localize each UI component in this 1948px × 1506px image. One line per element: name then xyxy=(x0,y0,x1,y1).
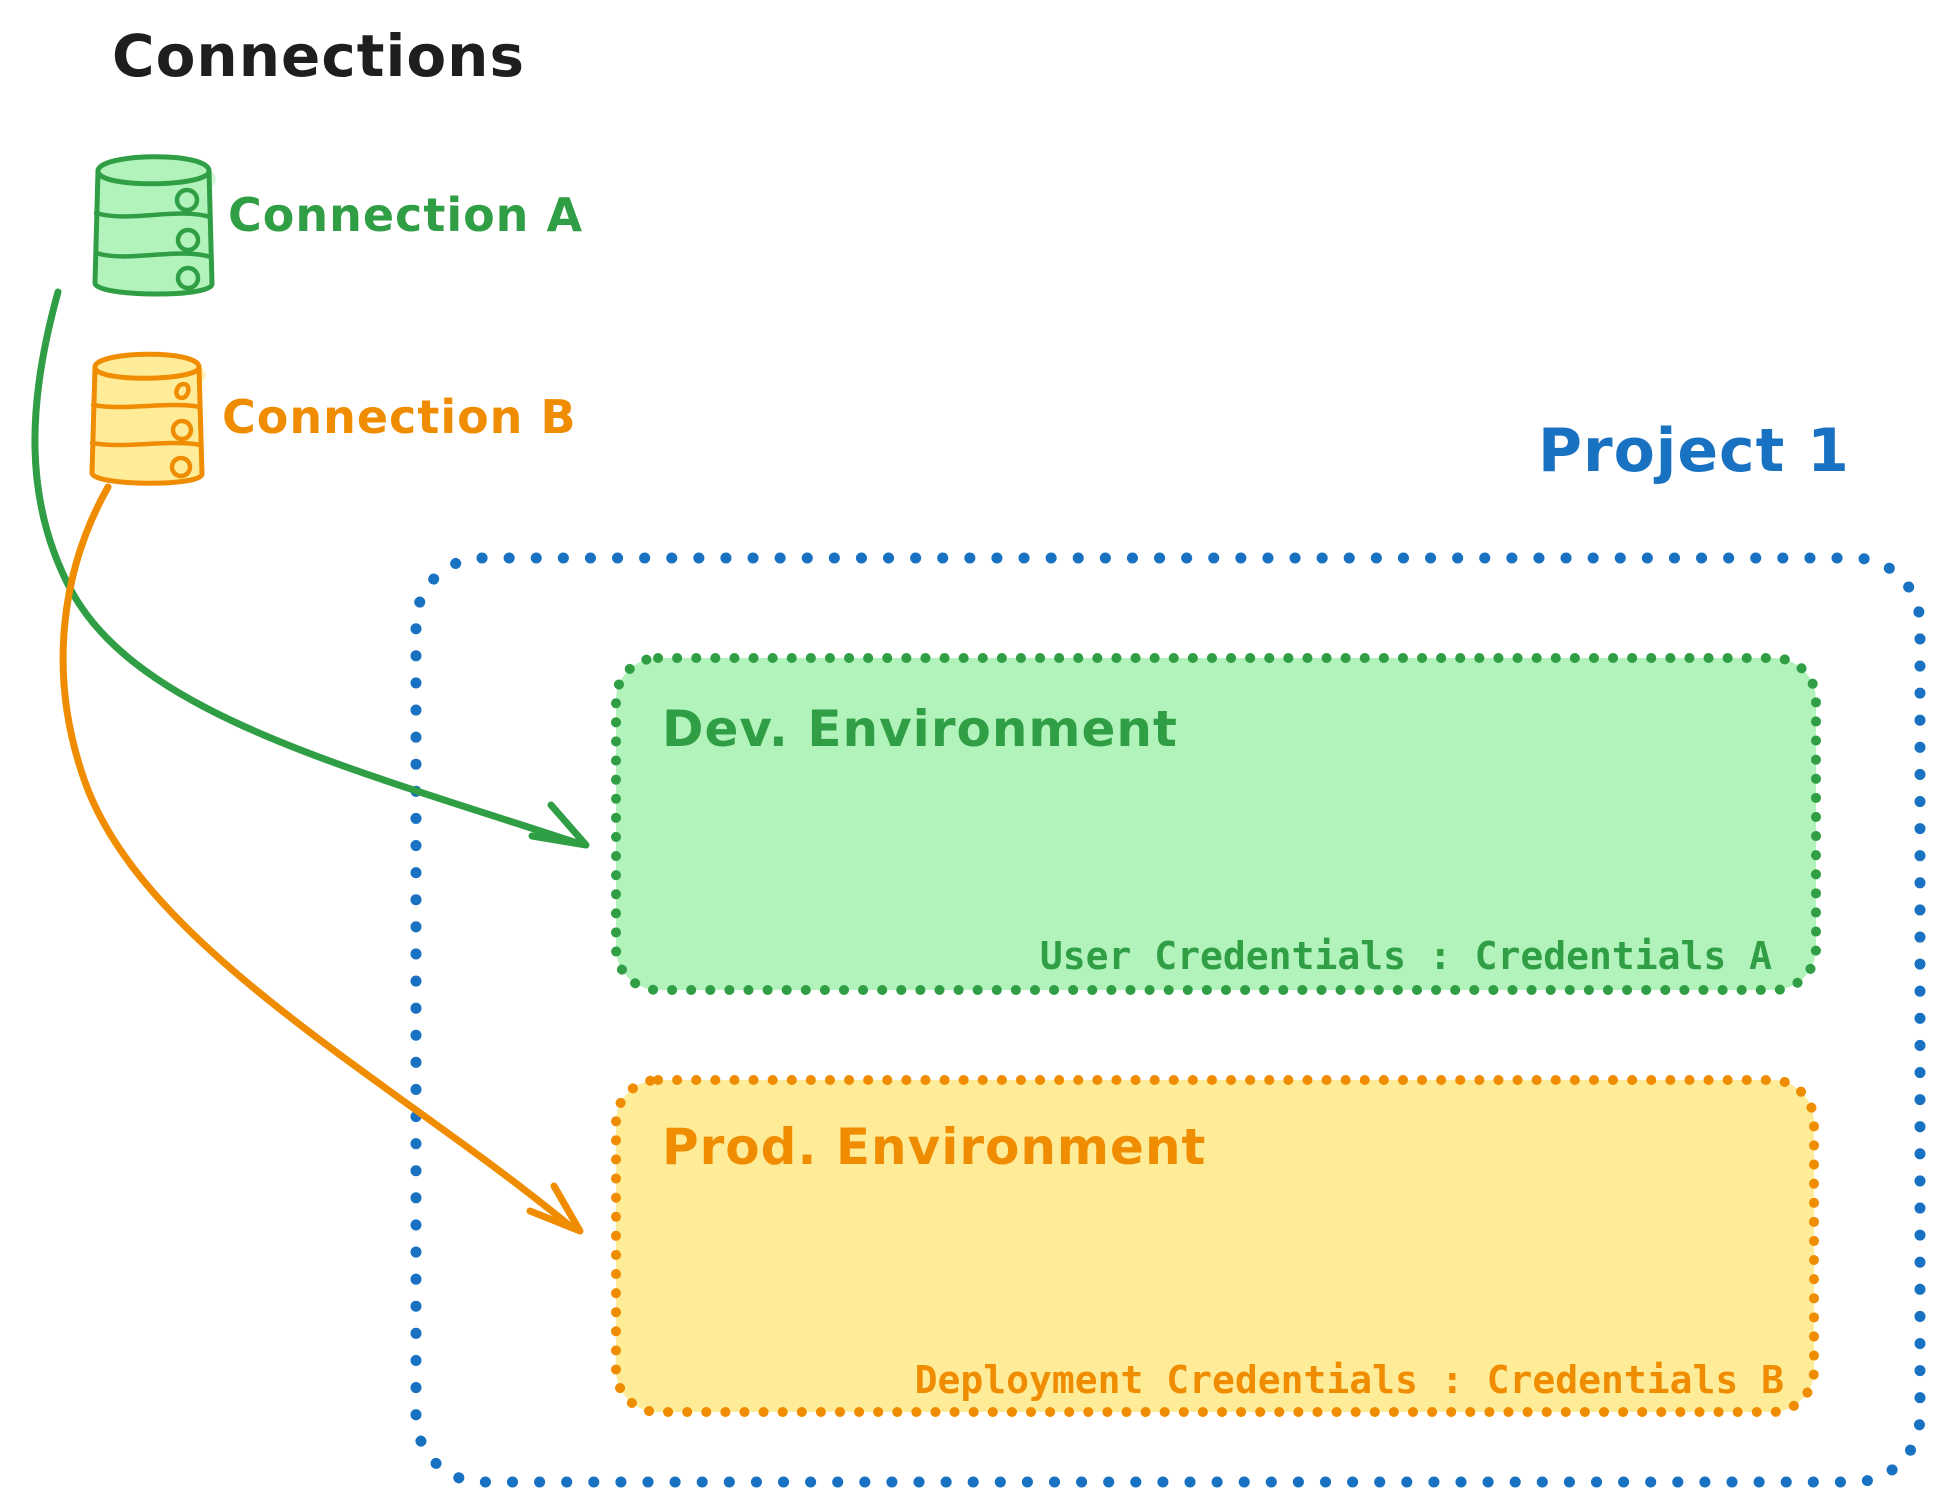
connection-b-label: Connection B xyxy=(222,390,577,444)
dev-environment-border xyxy=(611,653,1821,995)
database-icon-connection-b xyxy=(89,351,206,486)
dev-environment-title: Dev. Environment xyxy=(662,700,1178,758)
dev-environment-credentials: User Credentials : Credentials A xyxy=(1039,934,1772,978)
prod-environment-credentials: Deployment Credentials : Credentials B xyxy=(914,1358,1784,1402)
project-container xyxy=(410,552,1926,1488)
connection-a-label: Connection A xyxy=(228,188,584,242)
dev-environment-box: Dev. Environment User Credentials : Cred… xyxy=(610,652,1822,996)
prod-environment-border xyxy=(611,1075,1819,1417)
diagram-title: Connections xyxy=(112,22,525,90)
prod-environment-box: Prod. Environment Deployment Credentials… xyxy=(610,1074,1820,1418)
prod-environment-title: Prod. Environment xyxy=(662,1118,1207,1176)
project-container-border xyxy=(410,552,1926,1488)
project-title: Project 1 xyxy=(1538,416,1850,486)
database-icon-connection-a xyxy=(92,154,216,297)
